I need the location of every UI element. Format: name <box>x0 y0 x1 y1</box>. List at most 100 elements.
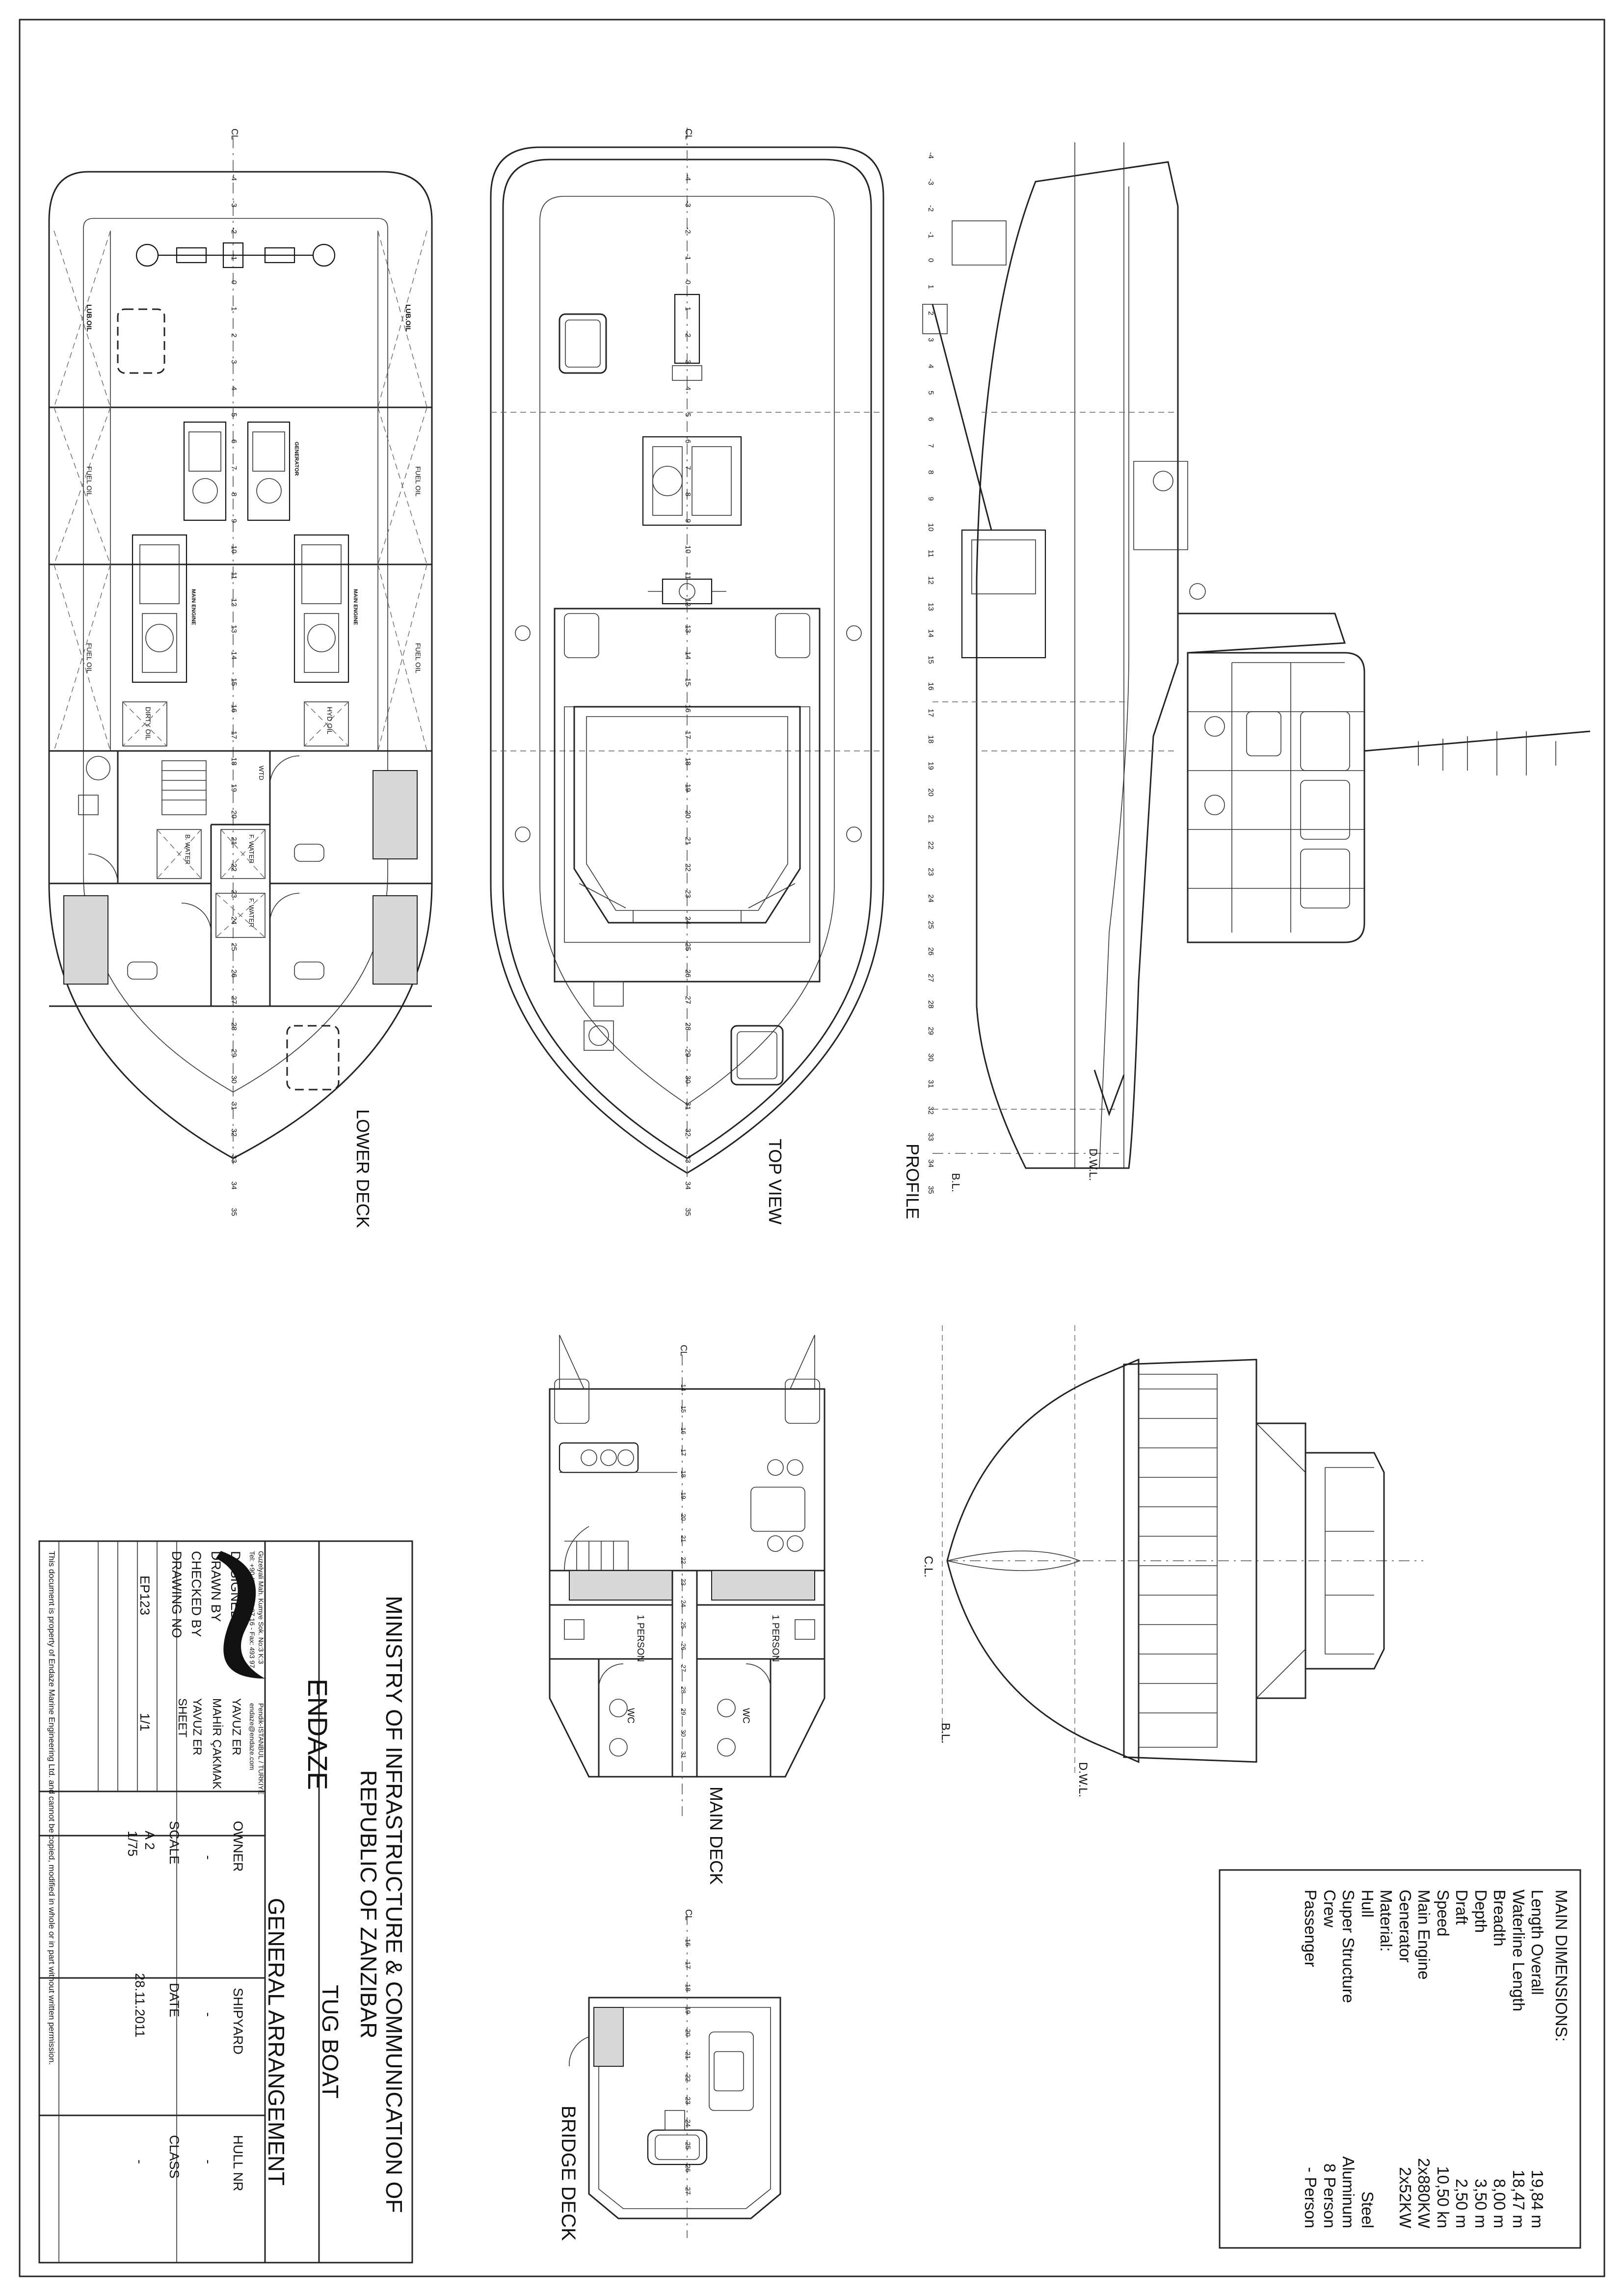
main-dimension-value: 19,84 m <box>1528 2169 1547 2228</box>
main-dimension-label: Breadth <box>1491 1890 1509 1947</box>
paper-size: A 2 <box>142 1831 157 1850</box>
frame-number: 21 <box>927 815 935 823</box>
frame-number: 27 <box>684 996 692 1004</box>
main-dimension-value: 2,50 m <box>1453 2179 1471 2228</box>
frame-number: 26 <box>230 969 238 978</box>
section-bl-text: B.L. <box>939 1723 952 1744</box>
main-deck-cl-mark: CL <box>679 1345 689 1357</box>
profile-dwl-text: D.W.L. <box>1087 1148 1099 1181</box>
frame-number: 34 <box>684 1181 692 1190</box>
cabin-person-label: 1 PERSON <box>635 1615 645 1662</box>
dirty-oil-tank <box>122 701 167 747</box>
main-deck-outline <box>549 1388 825 1778</box>
frame-number: 34 <box>230 1181 238 1190</box>
frame-number: 8 <box>684 492 692 497</box>
class-label: CLASS <box>167 2135 182 2179</box>
company-name: ENDAZE <box>302 1679 333 1790</box>
frame-number: 1 <box>927 285 935 289</box>
company-phone: Tel: +90 (216) 493 97 16 - Fax: 493 97 1… <box>248 1551 256 1678</box>
frame-number: -1 <box>684 254 692 261</box>
lower-deck-hatch <box>117 308 165 374</box>
frame-number: 15 <box>684 678 692 686</box>
frame-number: 2 <box>927 311 935 316</box>
frame-number: 15 <box>230 678 238 686</box>
f-water-label: F. WATER <box>248 898 255 928</box>
frame-number: 5 <box>230 413 238 417</box>
frame-number: 20 <box>927 788 935 797</box>
main-dimensions-title: MAIN DIMENSIONS: <box>1552 1890 1571 2042</box>
frame-number: 16 <box>684 704 692 713</box>
profile-view <box>922 142 1591 1169</box>
lower-deck-cl-mark: CL <box>230 129 240 140</box>
frame-number: 22 <box>230 863 238 872</box>
frame-number: 25 <box>680 1622 687 1629</box>
hull-nr-label: HULL NR <box>231 2135 245 2191</box>
wc-basin <box>609 1738 628 1757</box>
profile-label: PROFILE <box>903 1144 923 1220</box>
f-water-label: F. WATER <box>248 834 255 864</box>
main-deck-stair <box>564 1526 629 1571</box>
frame-number: -3 <box>927 179 935 186</box>
dirty-oil-label: DIRTY OIL <box>144 707 152 740</box>
lub-oil-label: LUB.OIL <box>85 304 93 332</box>
frame-number: 31 <box>680 1751 687 1759</box>
main-dimension-value: 8,00 m <box>1491 2179 1509 2228</box>
frame-number: 25 <box>927 921 935 929</box>
frame-number: 8 <box>230 492 238 497</box>
vessel-name: TUG BOAT <box>318 1985 343 2099</box>
frame-number: 19 <box>927 762 935 770</box>
drawing-no-value: EP123 <box>137 1575 152 1616</box>
date-value: 28.11.2011 <box>133 1973 147 2038</box>
frame-number: 18 <box>680 1470 687 1478</box>
section-dwl-text: D.W.L. <box>1076 1762 1090 1798</box>
frame-number: 11 <box>684 572 692 580</box>
frame-number: 31 <box>230 1102 238 1110</box>
frame-number: 17 <box>680 1449 687 1456</box>
designed-by-label: DESIGNED BY <box>228 1551 243 1642</box>
frame-number: 1 <box>684 307 692 311</box>
frame-number: 24 <box>680 1600 687 1607</box>
sheet-label: SHEET <box>176 1698 189 1738</box>
designed-by-value: YAVUZ ER <box>230 1698 243 1756</box>
client-line-1: MINISTRY OF INFRASTRUCTURE & COMMUNICATI… <box>381 1596 407 2213</box>
frame-number: 17 <box>684 731 692 739</box>
top-view-fender <box>502 159 872 1159</box>
wc-label: WC <box>741 1708 751 1724</box>
frame-number: 32 <box>927 1106 935 1115</box>
frame-number: 7 <box>684 466 692 470</box>
frame-number: 22 <box>680 1557 687 1564</box>
frame-number: 4 <box>684 386 692 391</box>
frame-number: 6 <box>927 417 935 422</box>
frame-number: 12 <box>230 598 238 607</box>
main-deck-bulwark-ends <box>559 1335 815 1389</box>
frame-number: 24 <box>684 2119 692 2127</box>
drawing-title: GENERAL ARRANGEMENT <box>264 1897 289 2186</box>
section-bulwark <box>1123 1359 1257 1763</box>
hull-nr-value: - <box>201 2160 216 2164</box>
checked-by-value: YAVUZ ER <box>190 1698 204 1756</box>
frame-number: 34 <box>927 1159 935 1168</box>
frame-number: 7 <box>230 466 238 470</box>
bridge-deck-label: BRIDGE DECK <box>558 2106 579 2241</box>
frame-number: 4 <box>927 364 935 369</box>
lower-deck-plan <box>48 137 433 1168</box>
frame-number: 1 <box>230 307 238 311</box>
frame-number: 9 <box>230 519 238 523</box>
frame-number: 20 <box>684 2029 692 2037</box>
frame-number: 18 <box>927 735 935 744</box>
frame-number: 26 <box>927 947 935 956</box>
main-deck-plan <box>549 1335 825 1816</box>
frame-number: 35 <box>230 1208 238 1216</box>
profile-rudder <box>1093 1069 1125 1117</box>
frame-number: 28 <box>927 1000 935 1009</box>
bollard <box>846 625 862 641</box>
frame-number: 20 <box>684 810 692 819</box>
profile-superstructure <box>1178 613 1365 943</box>
drawing-no-label: DRAWING NO <box>169 1551 184 1638</box>
